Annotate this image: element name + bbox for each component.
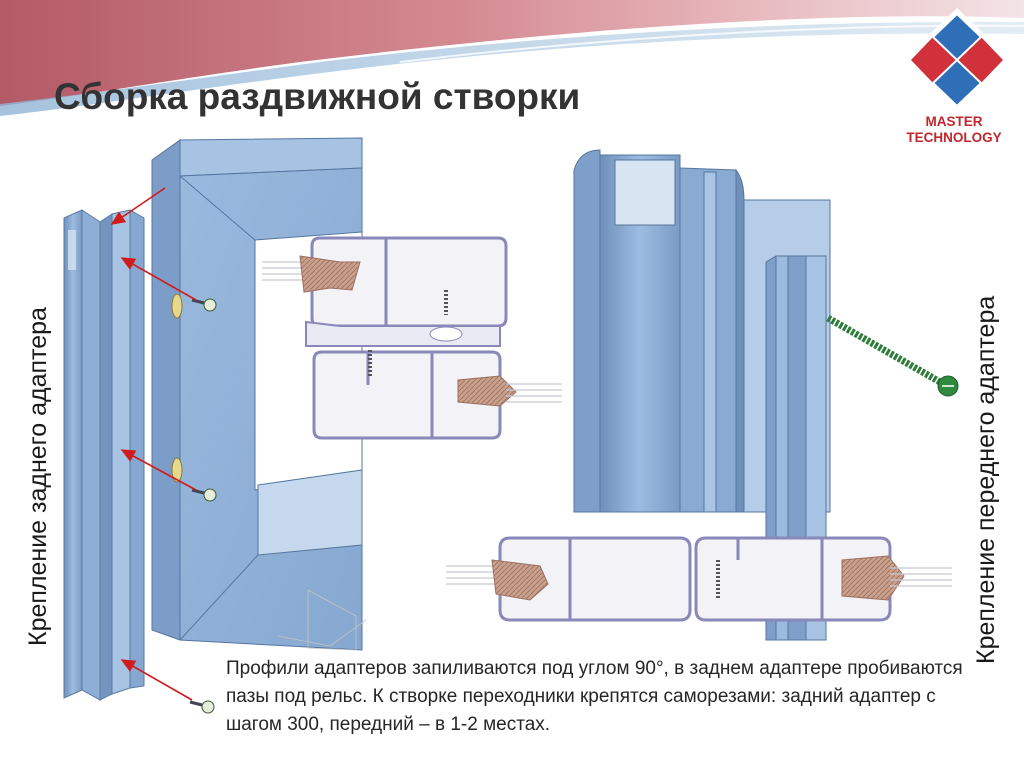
- screw-icon: [191, 488, 217, 502]
- cross-section-lower: [446, 536, 952, 622]
- logo-line-1: MASTER: [925, 114, 983, 129]
- screw-long-icon: [826, 314, 959, 397]
- logo-text: MASTER TECHNOLOGY: [893, 114, 1015, 146]
- cross-section-upper: [262, 236, 562, 440]
- assembly-arrows: [110, 187, 197, 701]
- logo-line-2: TECHNOLOGY: [906, 130, 1002, 145]
- master-technology-logo: [905, 8, 1009, 108]
- description-text: Профили адаптеров запиливаются под углом…: [226, 658, 963, 735]
- page-title: Сборка раздвижной створки: [54, 76, 581, 117]
- screw-icon: [191, 298, 217, 312]
- construction-lines: [277, 589, 367, 651]
- screw-icon: [189, 700, 215, 714]
- rear-adapter-label: Крепление заднего адаптера: [24, 307, 52, 646]
- front-adapter-label: Крепление переднего адаптера: [972, 295, 1000, 664]
- rear-adapter-profile: [63, 209, 145, 701]
